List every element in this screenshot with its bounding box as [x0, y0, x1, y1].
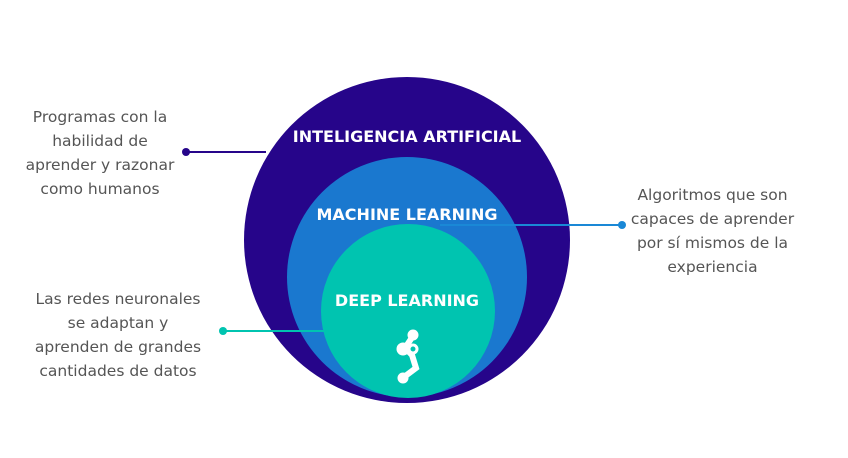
ml-description: Algoritmos que son capaces de aprender p…: [630, 186, 795, 276]
neural-network-logo-icon: [396, 329, 420, 384]
ai-label: INTELIGENCIA ARTIFICIAL: [293, 127, 521, 146]
dl-description: Las redes neuronales se adaptan y aprend…: [34, 290, 202, 380]
dl-label: DEEP LEARNING: [335, 291, 479, 310]
dl-connector: [219, 327, 324, 335]
dl-circle: [321, 224, 495, 398]
ml-label: MACHINE LEARNING: [317, 205, 498, 224]
ai-connector: [182, 148, 266, 156]
ml-connector: [440, 221, 626, 229]
ai-description: Programas con la habilidad de aprender y…: [25, 108, 175, 198]
